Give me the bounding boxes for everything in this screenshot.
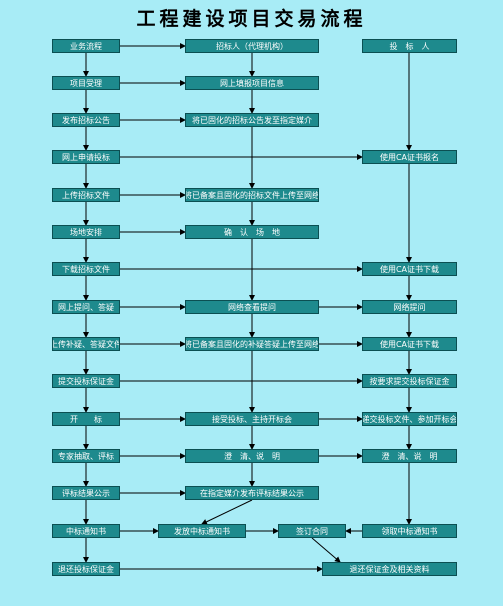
- node-host-opening: 接受投标、主持开标会: [185, 412, 319, 426]
- node-tenderer-agency: 招标人（代理机构）: [185, 39, 319, 53]
- center-flow-arrow: [201, 499, 253, 525]
- page-title: 工程建设项目交易流程: [136, 8, 367, 30]
- node-bidder: 投 标 人: [362, 39, 457, 53]
- node-submit-bond-as-required: 按要求提交投标保证金: [362, 374, 457, 388]
- node-publish-result-media: 在指定媒介发布评标结果公示: [185, 486, 319, 500]
- node-bid-opening: 开 标: [52, 412, 120, 426]
- node-refund-bid-bond: 退还投标保证金: [52, 562, 120, 576]
- node-upload-clarification: 上传补疑、答疑文件: [52, 337, 120, 351]
- node-expert-evaluation: 专家抽取、评标: [52, 449, 120, 463]
- node-ca-download-2: 使用CA证书下载: [362, 337, 457, 351]
- node-project-acceptance: 项目受理: [52, 76, 120, 90]
- node-sign-contract: 签订合同: [278, 524, 346, 538]
- contract-to-refund-arrow: [311, 537, 341, 563]
- node-refund-bond-materials: 退还保证金及相关资料: [322, 562, 457, 576]
- node-upload-tender-docs: 上传招标文件: [52, 188, 120, 202]
- node-receive-award-notice: 领取中标通知书: [362, 524, 457, 538]
- node-clarify-center: 澄 清、说 明: [185, 449, 319, 463]
- node-submit-bid-bond: 提交投标保证金: [52, 374, 120, 388]
- node-download-tender-docs: 下载招标文件: [52, 262, 120, 276]
- node-online-qa: 网上提问、答疑: [52, 300, 120, 314]
- node-notice-to-media: 将已固化的招标公告发至指定媒介: [185, 113, 319, 127]
- node-business-process: 业务流程: [52, 39, 120, 53]
- node-online-question: 网络提问: [362, 300, 457, 314]
- node-upload-fixed-clarification: 将已备案且固化的补疑答疑上传至网络: [185, 337, 319, 351]
- node-online-project-info: 网上填报项目信息: [185, 76, 319, 90]
- node-venue-arrangement: 场地安排: [52, 225, 120, 239]
- node-ca-register: 使用CA证书报名: [362, 150, 457, 164]
- node-submit-bid-attend: 递交投标文件、参加开标会: [362, 412, 457, 426]
- node-view-questions: 网络查看提问: [185, 300, 319, 314]
- node-online-bid-application: 网上申请投标: [52, 150, 120, 164]
- node-ca-download: 使用CA证书下载: [362, 262, 457, 276]
- node-publish-tender-notice: 发布招标公告: [52, 113, 120, 127]
- node-award-notice: 中标通知书: [52, 524, 120, 538]
- node-result-publicity: 评标结果公示: [52, 486, 120, 500]
- node-clarify-right: 澄 清、说 明: [362, 449, 457, 463]
- node-confirm-venue: 确 认 场 地: [185, 225, 319, 239]
- node-upload-fixed-docs: 将已备案且固化的招标文件上传至网络: [185, 188, 319, 202]
- node-issue-award-notice: 发放中标通知书: [158, 524, 246, 538]
